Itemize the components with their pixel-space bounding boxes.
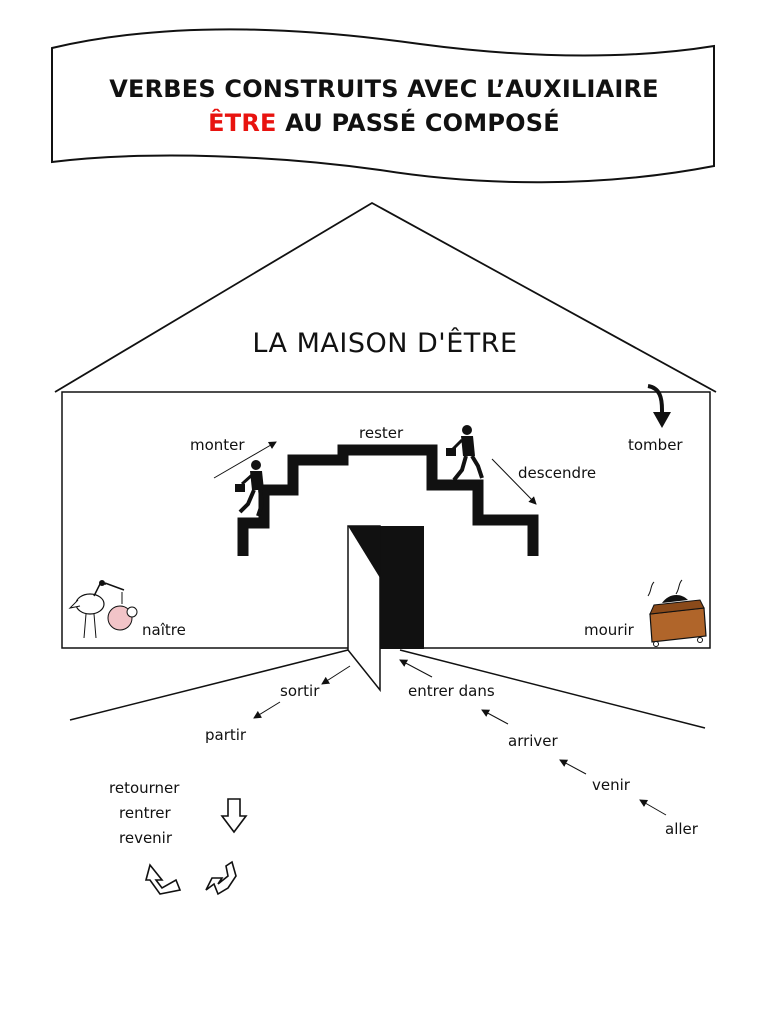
ground-line-left xyxy=(69,649,349,721)
title-banner xyxy=(51,28,715,184)
verb-rentrer: rentrer xyxy=(119,804,171,822)
door-shadow xyxy=(348,526,380,578)
verb-revenir: revenir xyxy=(119,829,173,847)
verb-naitre: naître xyxy=(142,621,186,639)
verb-monter: monter xyxy=(190,436,245,454)
staircase xyxy=(237,444,539,556)
verb-aller: aller xyxy=(665,820,698,838)
arrow-aller xyxy=(639,799,667,816)
verb-venir: venir xyxy=(592,776,630,794)
doorway xyxy=(380,526,424,649)
arrow-arriver xyxy=(481,709,509,725)
verb-descendre: descendre xyxy=(518,464,597,482)
arrow-partir xyxy=(253,701,281,719)
verb-tomber: tomber xyxy=(628,436,683,454)
banner-title-line2: ÊTRE AU PASSÉ COMPOSÉ xyxy=(60,108,708,138)
return-arrow-icon xyxy=(144,863,182,895)
house-title: LA MAISON D'ÊTRE xyxy=(252,328,518,359)
banner-title-rest: AU PASSÉ COMPOSÉ xyxy=(276,109,560,137)
walking-man-icon xyxy=(235,460,265,517)
coffin-icon xyxy=(647,579,707,647)
return-arrow-icon xyxy=(205,860,237,896)
banner-title-accent: ÊTRE xyxy=(208,109,277,137)
stork-icon xyxy=(68,580,138,639)
arrow-descendre xyxy=(491,458,537,505)
arrow-sortir xyxy=(321,665,351,685)
house-roof xyxy=(54,201,717,393)
arrow-venir xyxy=(559,759,587,775)
verb-sortir: sortir xyxy=(280,682,320,700)
arrow-entrer xyxy=(399,659,433,678)
verb-retourner: retourner xyxy=(109,779,180,797)
ground-line-right xyxy=(399,649,706,729)
verb-mourir: mourir xyxy=(584,621,634,639)
verb-rester: rester xyxy=(359,424,404,442)
banner-title-line1: VERBES CONSTRUITS AVEC L’AUXILIAIRE xyxy=(109,75,659,103)
down-arrow-icon xyxy=(220,798,248,834)
walking-man-icon xyxy=(446,425,484,482)
verb-partir: partir xyxy=(205,726,247,744)
verb-arriver: arriver xyxy=(508,732,558,750)
down-arrow-icon xyxy=(647,384,671,428)
verb-entrer-dans: entrer dans xyxy=(408,682,495,700)
arrow-monter xyxy=(213,441,277,479)
